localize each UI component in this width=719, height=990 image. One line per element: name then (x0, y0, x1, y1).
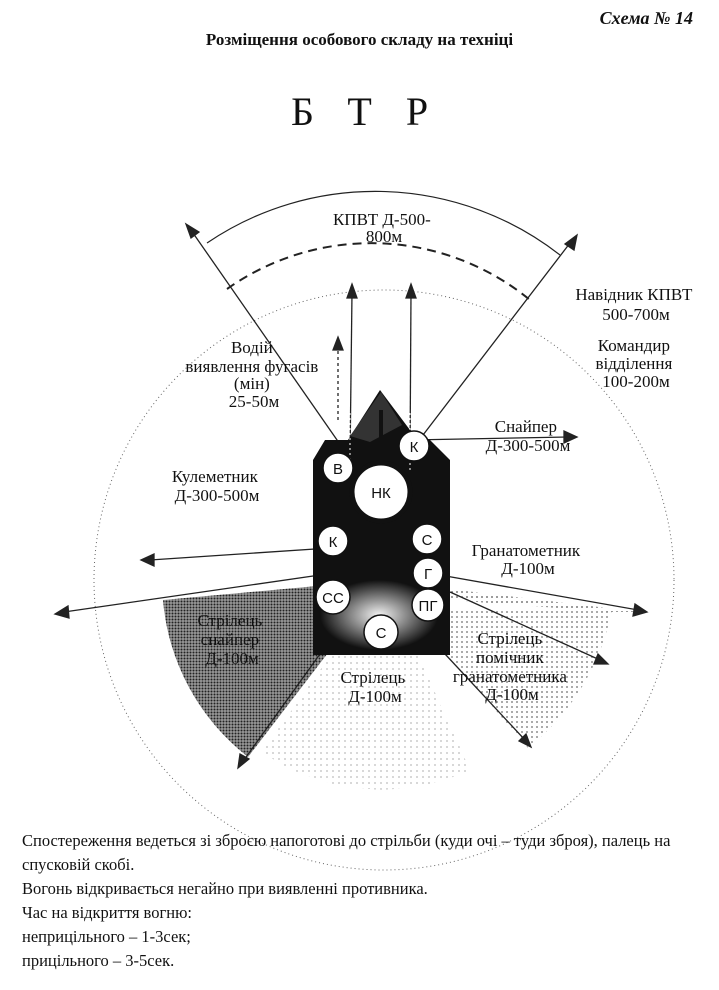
note-line: Вогонь відкривається негайно при виявлен… (22, 879, 428, 898)
sector-rifleman-rear (262, 580, 470, 790)
label-kpvt-gunner: Навідник КПВТ 500-700м (575, 285, 696, 324)
note-line: неприцільного – 1-3сек; (22, 927, 191, 946)
label-grenadier: Гранатометник Д-100м (472, 541, 585, 578)
seat-label-grenadier: Г (424, 566, 432, 583)
label-rifleman-rear: Стрілець Д-100м (340, 668, 409, 706)
seat-sniper-rifleman (315, 579, 351, 615)
label-sniper: Снайпер Д-300-500м (486, 417, 571, 455)
kpvt-outer-arc (206, 190, 561, 256)
seat-rifleman-right (411, 523, 443, 555)
note-line: Спостереження ведеться зі зброєю напогот… (22, 831, 671, 874)
sector-grenadier-band (440, 588, 640, 612)
page-title: Розміщення особового складу на техніці (205, 30, 514, 49)
seat-label-rear-rifleman: С (376, 625, 387, 642)
seat-label-driver: В (333, 461, 343, 478)
note-line: прицільного – 3-5сек. (22, 951, 175, 970)
seat-label-gunner: НК (371, 485, 391, 502)
instructions-text: Спостереження ведеться зі зброєю напогот… (22, 829, 702, 973)
seat-driver (322, 452, 354, 484)
seat-assistant-grenadier (411, 588, 445, 622)
seat-commander (398, 430, 430, 462)
label-driver: Водій виявлення фугасів (мін) 25-50м (185, 338, 322, 411)
outer-sector-circle (93, 289, 675, 871)
note-line: Час на відкриття вогню: (22, 903, 192, 922)
seat-rear-rifleman (363, 614, 399, 650)
scheme-number: Схема № 14 (599, 8, 693, 28)
label-assistant-grenadier: Стрілець помічник гранатометника Д-100м (453, 629, 571, 704)
label-kpvt: КПВТ Д-500- 800м (333, 210, 435, 246)
seat-label-rifleman-right: С (422, 532, 433, 549)
seat-label-machine-gunner: К (329, 534, 338, 551)
label-commander: Командир відділення 100-200м (595, 336, 676, 391)
seat-label-sniper-rifleman: СС (322, 590, 344, 607)
label-machine-gunner: Кулеметник Д-300-500м (172, 467, 262, 505)
seat-grenadier (412, 557, 444, 589)
seat-label-commander: К (410, 439, 419, 456)
seat-machine-gunner (317, 525, 349, 557)
vehicle-title: БТР (290, 89, 463, 134)
kpvt-dashed-arc (226, 242, 531, 301)
seat-label-assistant-grenadier: ПГ (419, 598, 438, 615)
label-rifleman-left: Стрілець снайпер Д-100м (197, 611, 266, 668)
